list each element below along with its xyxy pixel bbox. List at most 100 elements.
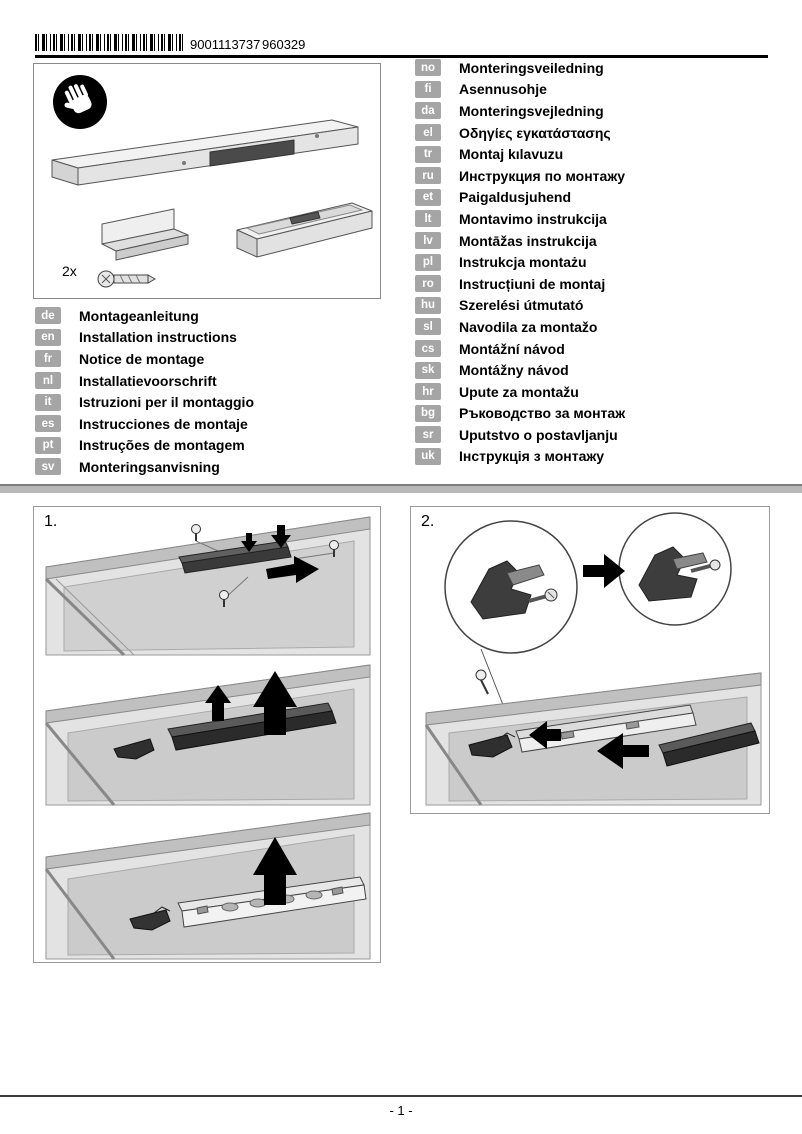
screw-icon bbox=[97, 270, 157, 288]
magnifier-circle-left bbox=[444, 520, 578, 654]
language-label: Οδηγίες εγκατάστασης bbox=[459, 124, 611, 141]
barcode bbox=[35, 34, 185, 51]
step1-drawing bbox=[44, 516, 371, 960]
language-row: no Monteringsveiledning bbox=[415, 57, 625, 79]
language-row: sr Uputstvo o postavljanju bbox=[415, 424, 625, 446]
language-code-badge: cs bbox=[415, 340, 441, 358]
language-label: Instrukcja montażu bbox=[459, 254, 587, 271]
language-row: pt Instruções de montagem bbox=[35, 435, 254, 457]
language-label: Ръководство за монтаж bbox=[459, 405, 626, 422]
arrow-left-icon bbox=[529, 721, 561, 749]
language-label: Instruções de montagem bbox=[79, 437, 245, 454]
language-code-badge: ro bbox=[415, 275, 441, 293]
language-code-badge: fr bbox=[35, 350, 61, 368]
language-row: ro Instrucțiuni de montaj bbox=[415, 273, 625, 295]
bottom-divider bbox=[0, 1095, 802, 1097]
language-row: hu Szerelési útmutató bbox=[415, 295, 625, 317]
rail-part-drawing bbox=[51, 119, 359, 186]
arrow-up-icon bbox=[205, 685, 231, 721]
language-row: hr Upute za montažu bbox=[415, 381, 625, 403]
language-row: da Monteringsvejledning bbox=[415, 100, 625, 122]
language-code-badge: en bbox=[35, 328, 61, 346]
step1-illustration-c bbox=[44, 812, 371, 960]
language-code-badge: hu bbox=[415, 296, 441, 314]
step2-panel: 2. bbox=[410, 506, 770, 814]
step2-illustration bbox=[424, 672, 762, 806]
language-code-badge: ru bbox=[415, 167, 441, 185]
step2-drawing bbox=[424, 512, 762, 806]
language-label: Notice de montage bbox=[79, 350, 205, 367]
page-number: - 1 - bbox=[389, 1103, 413, 1118]
language-label: Montāžas instrukcija bbox=[459, 232, 597, 249]
language-code-badge: et bbox=[415, 188, 441, 206]
glove-icon bbox=[53, 75, 107, 129]
arrow-right-icon bbox=[266, 556, 319, 583]
language-row: et Paigaldusjuhend bbox=[415, 187, 625, 209]
language-code-badge: tr bbox=[415, 145, 441, 163]
language-label: Installatievoorschrift bbox=[79, 372, 217, 389]
language-label: Uputstvo o postavljanju bbox=[459, 426, 618, 443]
language-label: Montážny návod bbox=[459, 362, 569, 379]
language-label: Instrucțiuni de montaj bbox=[459, 275, 606, 292]
language-code-badge: hr bbox=[415, 383, 441, 401]
arrow-right-icon bbox=[583, 554, 625, 588]
print-code: 960329 bbox=[262, 37, 306, 52]
language-row: sk Montážny návod bbox=[415, 359, 625, 381]
step1-illustration-a bbox=[44, 516, 371, 657]
channel-bracket-drawing bbox=[101, 208, 189, 261]
language-label: Navodila za montažo bbox=[459, 318, 598, 335]
language-label: Monteringsvejledning bbox=[459, 102, 604, 119]
screw-icon bbox=[475, 669, 489, 695]
language-label: Szerelési útmutató bbox=[459, 297, 584, 314]
language-label: Montážní návod bbox=[459, 340, 565, 357]
arrow-up-icon bbox=[253, 671, 297, 735]
language-row: lv Montāžas instrukcija bbox=[415, 230, 625, 252]
language-label: Instrucciones de montaje bbox=[79, 415, 248, 432]
barcode-number: 9001113737 bbox=[190, 37, 261, 52]
language-code-badge: lv bbox=[415, 232, 441, 250]
top-divider bbox=[35, 55, 768, 58]
language-label: Paigaldusjuhend bbox=[459, 189, 572, 206]
screw-quantity-label: 2x bbox=[62, 263, 77, 279]
language-code-badge: da bbox=[415, 102, 441, 120]
language-row: fi Asennusohje bbox=[415, 79, 625, 101]
step1-panel: 1. bbox=[33, 506, 381, 963]
language-label: Monteringsveiledning bbox=[459, 59, 604, 76]
language-code-badge: it bbox=[35, 393, 61, 411]
language-row: it Istruzioni per il montaggio bbox=[35, 391, 254, 413]
language-label: Asennusohje bbox=[459, 81, 547, 98]
language-code-badge: lt bbox=[415, 210, 441, 228]
language-label: Інструкція з монтажу bbox=[459, 448, 605, 465]
language-row: pl Instrukcja montażu bbox=[415, 251, 625, 273]
language-label: Istruzioni per il montaggio bbox=[79, 394, 254, 411]
language-code-badge: fi bbox=[415, 80, 441, 98]
language-label: Montaj kılavuzu bbox=[459, 146, 564, 163]
language-code-badge: bg bbox=[415, 404, 441, 422]
tray-bracket-drawing bbox=[236, 202, 373, 258]
language-code-badge: pl bbox=[415, 253, 441, 271]
arrow-down-icon bbox=[241, 533, 257, 552]
screw-icon bbox=[528, 588, 558, 603]
language-code-badge: no bbox=[415, 59, 441, 77]
language-code-badge: pt bbox=[35, 436, 61, 454]
language-code-badge: sr bbox=[415, 426, 441, 444]
parts-illustration bbox=[51, 75, 373, 288]
language-label: Installation instructions bbox=[79, 329, 237, 346]
arrow-down-icon bbox=[271, 525, 291, 548]
language-code-badge: sk bbox=[415, 361, 441, 379]
language-label: Monteringsanvisning bbox=[79, 458, 220, 475]
language-row: tr Montaj kılavuzu bbox=[415, 143, 625, 165]
step1-number: 1. bbox=[44, 513, 58, 530]
language-label: Upute za montažu bbox=[459, 383, 579, 400]
arrow-up-icon bbox=[253, 837, 297, 905]
